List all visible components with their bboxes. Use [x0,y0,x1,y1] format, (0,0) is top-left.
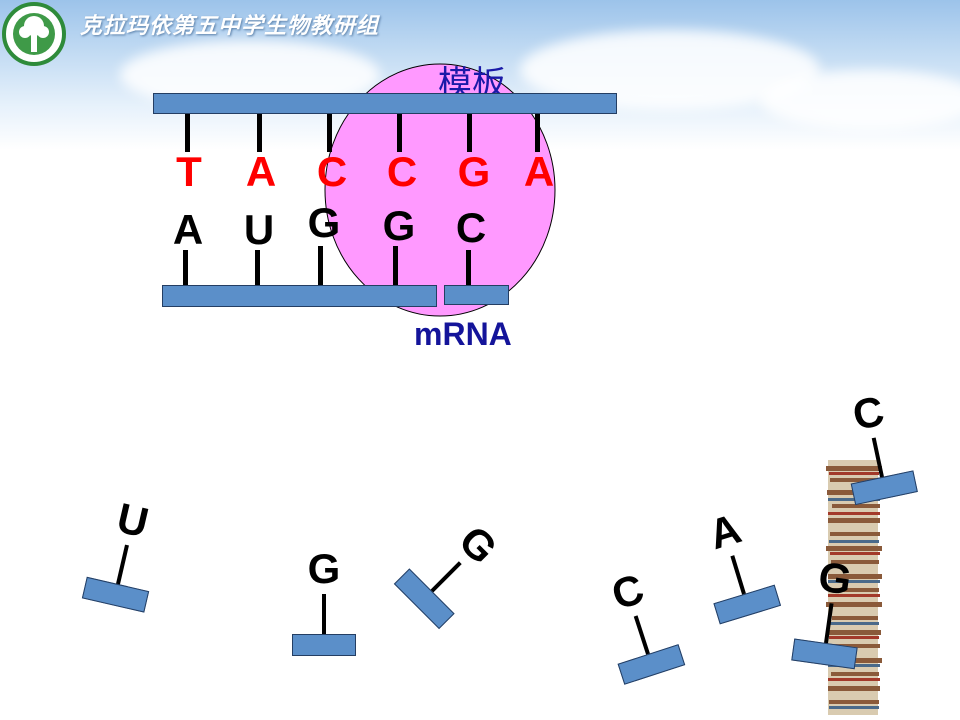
mrna-base: G [382,202,416,249]
template-base: C [386,148,418,195]
mrna-stick [318,246,323,285]
template-stick [185,114,190,152]
free-nucleotide-base: G [815,552,855,604]
template-stick [467,114,472,152]
school-tree-logo-icon [2,2,66,66]
mrna-strand-backbone-segment [444,285,509,305]
template-stick [257,114,262,152]
mrna-stick [466,250,471,285]
template-stick [327,114,332,152]
template-base: G [457,148,491,195]
mrna-base: G [307,199,341,246]
mrna-label: mRNA [414,316,512,352]
template-base: A [245,148,277,195]
template-base: A [523,148,555,195]
template-stick [397,114,402,152]
free-nucleotide-base: C [848,386,889,440]
mrna-stick [393,246,398,285]
template-stick [535,114,540,152]
template-strand-backbone [153,93,617,114]
template-base: T [176,148,202,195]
mrna-base: C [455,204,487,251]
mrna-base: A [172,206,204,253]
template-base: C [316,148,348,195]
mrna-base: U [243,206,275,253]
free-nucleotide-base: G [307,545,341,592]
mrna-strand-backbone [162,285,437,307]
school-name: 克拉玛依第五中学生物教研组 [80,14,380,39]
mrna-stick [255,250,260,285]
mrna-stick [183,250,188,285]
